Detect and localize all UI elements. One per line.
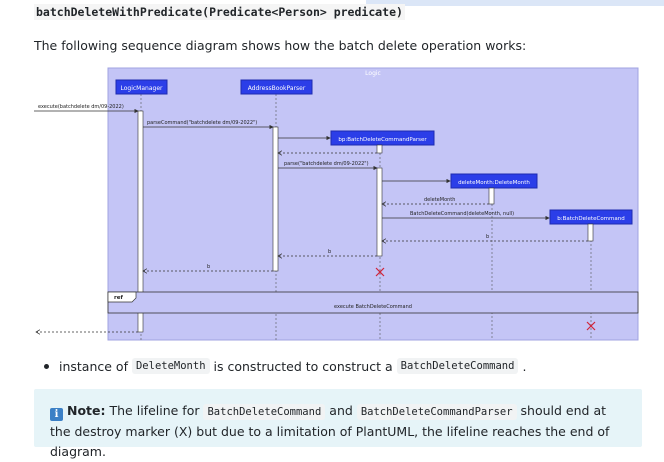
- ref-tag: [107, 291, 137, 303]
- bullet-item: instance of DeleteMonth is constructed t…: [44, 358, 526, 374]
- bullet-text-1: instance of: [59, 358, 128, 374]
- note-label: Note:: [67, 403, 106, 418]
- message-b-return-2-label: b: [328, 249, 331, 255]
- message-deletemonth-label: deleteMonth: [424, 197, 455, 203]
- ref-text: execute BatchDeleteCommand: [334, 304, 412, 310]
- destroy-marker-batchdeletecommand: [586, 321, 596, 331]
- message-b-return-1-label: b: [486, 234, 489, 240]
- note-text-2: and: [329, 403, 353, 418]
- participant-label-addressbookparser: AddressBookParser: [248, 85, 306, 92]
- message-parse-label: parse("batchdelete dm/09-2022"): [284, 161, 369, 167]
- message-create-batchdelete-label: BatchDeleteCommand(deleteMonth, null): [410, 211, 514, 217]
- method-signature-code: batchDeleteWithPredicate(Predicate<Perso…: [34, 4, 405, 20]
- ref-frame: [107, 291, 639, 314]
- participant-label-deletemonth: deleteMonth:DeleteMonth: [458, 180, 530, 186]
- top-highlight-bar: [366, 0, 664, 6]
- participant-label-batchdeletecommandparser: bp:BatchDeleteCommandParser: [338, 137, 427, 143]
- participant-batchdeletecommandparser: [330, 130, 435, 146]
- note-text-1: The lifeline for: [109, 403, 200, 418]
- activation-parser-parse: [376, 167, 383, 257]
- activation-logicmanager: [137, 110, 144, 333]
- participant-label-logicmanager: LogicManager: [121, 85, 164, 92]
- bullet-text-3: .: [522, 358, 527, 374]
- activation-batchdeletecommand: [587, 223, 594, 242]
- bullet-text-2: is constructed to construct a: [213, 358, 393, 374]
- note-code-batchdeletecommandparser: BatchDeleteCommandParser: [356, 404, 517, 420]
- participant-logicmanager: [115, 79, 168, 95]
- note-text-3: should end at the destroy marker (X) but…: [50, 403, 610, 459]
- signature-period: .: [374, 4, 378, 18]
- bullet-dot: [44, 363, 49, 369]
- frame-label: Logic: [365, 70, 381, 77]
- sequence-diagram: Logic LogicManager AddressBookParser bp:…: [34, 67, 639, 341]
- message-execute-label: execute(batchdelete dm/09-2022): [38, 104, 124, 110]
- ref-label: ref: [114, 295, 123, 301]
- destroy-marker-parser: [375, 267, 385, 277]
- info-icon: i: [50, 408, 63, 421]
- activation-deletemonth: [488, 187, 495, 205]
- activation-parser-constructor: [376, 144, 383, 154]
- bullet-code-deletemonth: DeleteMonth: [131, 358, 210, 374]
- message-b-return-3-label: b: [207, 264, 210, 270]
- participant-label-batchdeletecommand: b:BatchDeleteCommand: [557, 216, 625, 222]
- bullet-code-batchdeletecommand: BatchDeleteCommand: [396, 358, 519, 374]
- activation-addressbookparser: [272, 126, 279, 272]
- intro-paragraph: The following sequence diagram shows how…: [34, 38, 527, 53]
- message-parsecommand-label: parseCommand("batchdelete dm/09-2022"): [147, 120, 257, 126]
- note-code-batchdeletecommand: BatchDeleteCommand: [203, 404, 326, 420]
- participant-addressbookparser: [240, 79, 313, 95]
